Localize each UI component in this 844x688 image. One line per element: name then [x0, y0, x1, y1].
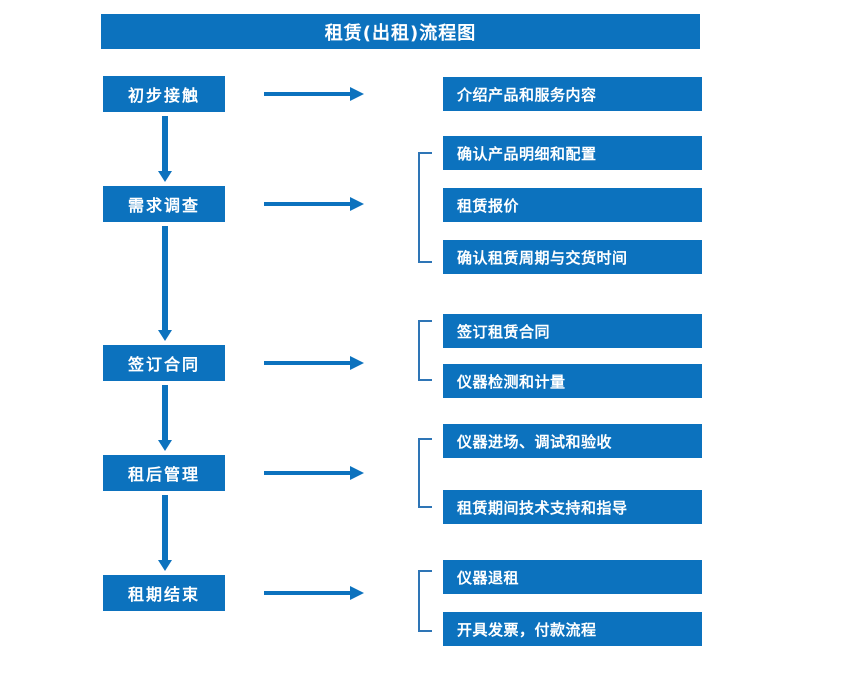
- detail-box-confirm-lease-period[interactable]: 确认租赁周期与交货时间: [443, 240, 702, 274]
- arrow-down-icon-1: [158, 116, 172, 182]
- detail-box-confirm-product-details[interactable]: 确认产品明细和配置: [443, 136, 702, 170]
- group-bracket-icon-4: [418, 438, 432, 508]
- stage-box-demand-survey[interactable]: 需求调查: [103, 186, 225, 222]
- arrow-right-icon-5: [264, 586, 364, 600]
- detail-box-invoice-payment[interactable]: 开具发票，付款流程: [443, 612, 702, 646]
- group-bracket-icon-2: [418, 152, 432, 263]
- detail-box-rental-quotation[interactable]: 租赁报价: [443, 188, 702, 222]
- stage-box-post-rental-management[interactable]: 租后管理: [103, 455, 225, 491]
- detail-box-sign-lease-contract[interactable]: 签订租赁合同: [443, 314, 702, 348]
- arrow-right-icon-3: [264, 356, 364, 370]
- arrow-right-icon-1: [264, 87, 364, 101]
- detail-box-instrument-inspection[interactable]: 仪器检测和计量: [443, 364, 702, 398]
- detail-box-introduce-products[interactable]: 介绍产品和服务内容: [443, 77, 702, 111]
- detail-box-technical-support[interactable]: 租赁期间技术支持和指导: [443, 490, 702, 524]
- stage-box-lease-end[interactable]: 租期结束: [103, 575, 225, 611]
- page-title: 租赁(出租)流程图: [101, 14, 700, 49]
- group-bracket-icon-5: [418, 570, 432, 632]
- arrow-down-icon-3: [158, 385, 172, 451]
- group-bracket-icon-3: [418, 320, 432, 381]
- detail-box-instrument-return[interactable]: 仪器退租: [443, 560, 702, 594]
- stage-box-initial-contact[interactable]: 初步接触: [103, 76, 225, 112]
- detail-box-instrument-installation[interactable]: 仪器进场、调试和验收: [443, 424, 702, 458]
- arrow-down-icon-4: [158, 495, 172, 571]
- arrow-down-icon-2: [158, 226, 172, 341]
- stage-box-sign-contract[interactable]: 签订合同: [103, 345, 225, 381]
- arrow-right-icon-4: [264, 466, 364, 480]
- arrow-right-icon-2: [264, 197, 364, 211]
